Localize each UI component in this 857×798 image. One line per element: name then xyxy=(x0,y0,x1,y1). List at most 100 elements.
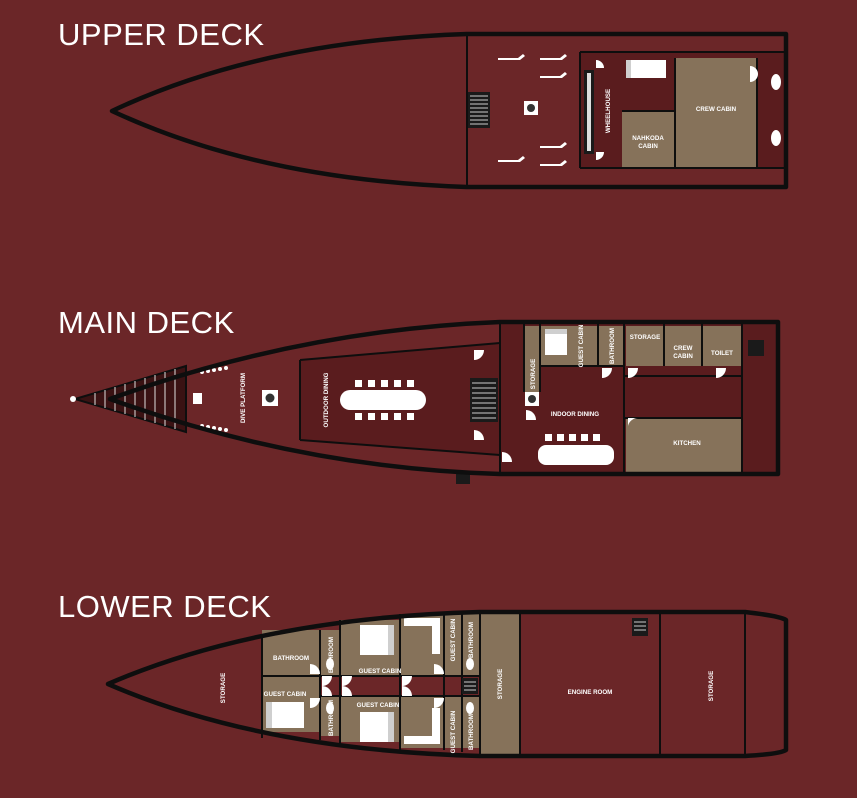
nahkoda-label: NAHKODA xyxy=(632,135,664,142)
toilet-group xyxy=(326,658,474,714)
dive-box-icon xyxy=(193,393,202,404)
toilet-room xyxy=(702,326,742,366)
lower-guest-cabin-bl-label: GUEST CABIN xyxy=(264,691,307,698)
door-icon xyxy=(602,368,612,378)
upper-bed xyxy=(626,60,666,78)
toilet-icon xyxy=(466,702,474,714)
toilet-icon xyxy=(326,658,334,670)
main-deck: MAIN DECK xyxy=(58,305,781,484)
sun-lounger-icon xyxy=(540,54,567,60)
lower-guest-cabin-tr-label: GUEST CABIN xyxy=(450,618,457,661)
wheelhouse-label: WHEELHOUSE xyxy=(605,89,612,133)
door-icon xyxy=(342,676,352,686)
engine-room-label: ENGINE ROOM xyxy=(568,689,613,696)
sun-lounger-icon xyxy=(540,142,567,148)
crew-cabin-room xyxy=(664,326,702,366)
lower-bathroom-tr-label: BATHROOM xyxy=(468,622,475,658)
storage-room xyxy=(626,326,664,366)
door-icon xyxy=(716,368,726,378)
door-icon xyxy=(526,410,536,420)
lower-guest-cabin-tl-label: GUEST CABIN xyxy=(359,668,402,675)
lower-guest-cabin-bm-label: GUEST CABIN xyxy=(357,702,400,709)
door-icon xyxy=(628,368,638,378)
main-storage-2-label: STORAGE xyxy=(630,334,660,341)
bathroom-room xyxy=(320,696,340,736)
door-icon xyxy=(628,417,638,426)
door-icon xyxy=(402,686,412,696)
door-icon xyxy=(474,350,484,360)
lower-deck-hull xyxy=(105,609,789,759)
upper-deck-cabin-block xyxy=(466,34,786,187)
guest-bed xyxy=(545,329,567,355)
lower-ladders xyxy=(462,618,648,694)
lower-bathroom-bl-label: BATHROOM xyxy=(328,700,335,736)
lower-bathroom-tl-label: BATHROOM xyxy=(328,637,335,673)
lower-beds xyxy=(266,618,440,744)
dive-platform-label: DIVE PLATFORM xyxy=(240,373,247,423)
kitchen-label: KITCHEN xyxy=(673,440,701,447)
door-icon xyxy=(322,676,332,686)
sun-lounger-icon xyxy=(540,160,567,166)
door-icon xyxy=(342,686,352,696)
upper-deck-title: UPPER DECK xyxy=(58,17,265,52)
bathroom-room xyxy=(444,614,462,676)
bowsprit xyxy=(70,364,187,434)
upper-stairs xyxy=(468,92,490,128)
nahkoda-cabin-label: CABIN xyxy=(638,143,658,150)
wheelhouse-window xyxy=(587,73,591,151)
upper-deck: UPPER DECK xyxy=(58,17,789,190)
nahkoda-cabin-room xyxy=(622,111,675,167)
door-icon xyxy=(474,430,484,440)
main-stairs xyxy=(456,340,764,484)
main-deck-hull xyxy=(107,319,781,477)
lower-storage-stern-label: STORAGE xyxy=(708,671,715,701)
indoor-dining-table xyxy=(538,434,614,465)
outdoor-dining-table xyxy=(340,380,426,420)
door-icon xyxy=(322,686,332,696)
lower-storage-mid-label: STORAGE xyxy=(497,669,504,699)
outdoor-dining-label: OUTDOOR DINING xyxy=(323,372,330,427)
bathroom-room xyxy=(320,630,340,675)
door-icon xyxy=(402,676,412,686)
guest-bed xyxy=(266,702,304,728)
bathroom-room xyxy=(444,696,462,748)
main-deck-title: MAIN DECK xyxy=(58,305,235,340)
lower-guest-cabin-br-label: GUEST CABIN xyxy=(450,710,457,753)
door-icon xyxy=(596,60,604,68)
bathroom-room xyxy=(462,614,480,676)
sun-lounger-group xyxy=(498,54,567,166)
sun-lounger-icon xyxy=(498,156,525,162)
bathroom-room xyxy=(598,326,623,366)
toilet-icon xyxy=(326,702,334,714)
door-icon xyxy=(310,664,320,674)
toilet-icon xyxy=(771,130,781,146)
crew-cabin-room xyxy=(675,58,757,167)
toilet-icon xyxy=(771,74,781,90)
main-crew-cabin-label: CABIN xyxy=(673,353,693,360)
door-icon xyxy=(750,66,758,82)
kitchen-room xyxy=(626,418,742,473)
door-icon xyxy=(310,698,320,708)
door-icon xyxy=(434,664,444,674)
guest-bed xyxy=(404,708,440,744)
main-guest-cabin-label: GUEST CABIN xyxy=(578,324,585,367)
toilet-label: TOILET xyxy=(711,350,733,357)
toilet-icon xyxy=(466,658,474,670)
indoor-dining-label: INDOOR DINING xyxy=(551,411,599,418)
door-icon xyxy=(596,152,604,160)
storage-room xyxy=(525,326,540,392)
door-icon xyxy=(434,698,444,708)
lower-deck-title: LOWER DECK xyxy=(58,589,271,624)
upper-crew-cabin-label: CREW CABIN xyxy=(696,106,737,113)
main-bathroom-label: BATHROOM xyxy=(609,328,616,364)
lower-bathroom-br-label: BATHROOM xyxy=(468,714,475,750)
lower-bathroom-top-label: BATHROOM xyxy=(273,655,309,662)
sun-lounger-icon xyxy=(498,54,525,60)
sun-lounger-icon xyxy=(540,72,567,78)
upper-deck-hull xyxy=(109,31,789,190)
main-storage-label: STORAGE xyxy=(530,359,537,389)
door-icon xyxy=(502,452,512,462)
lower-storage-bow-label: STORAGE xyxy=(220,673,227,703)
main-crew-label: CREW xyxy=(674,345,693,352)
